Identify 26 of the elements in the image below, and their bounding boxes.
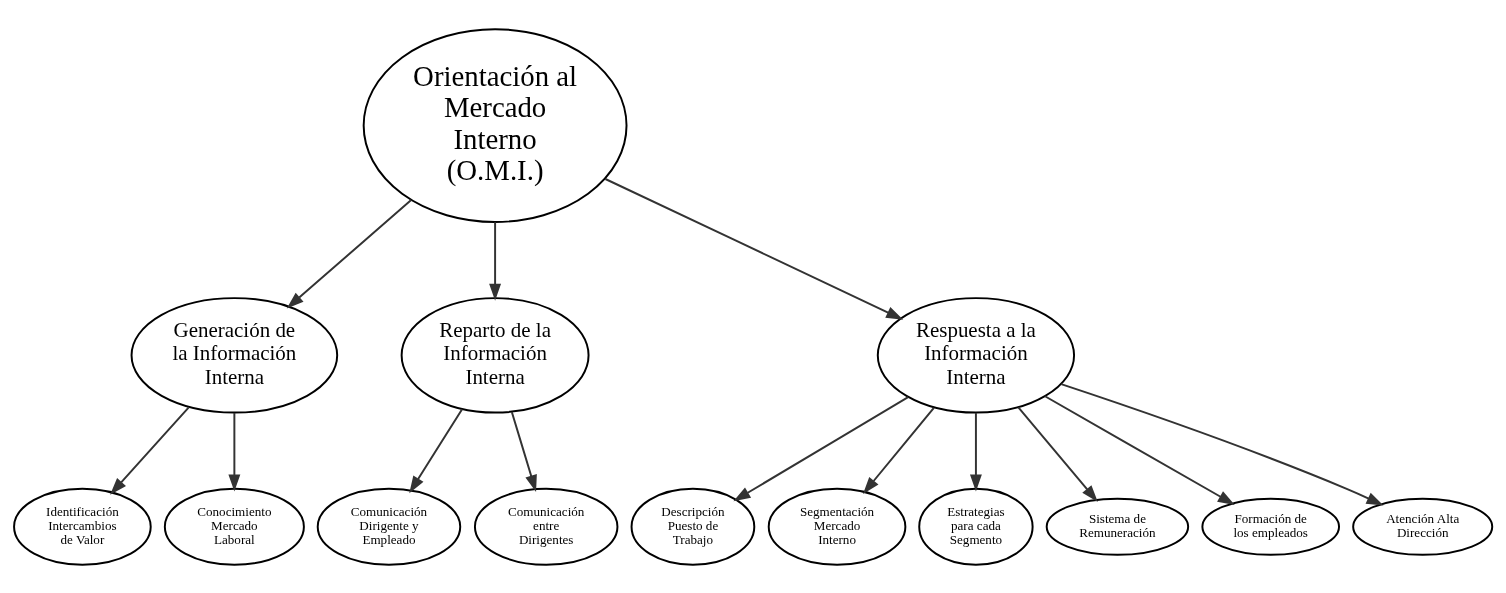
- node-ellipse: Identificación Intercambios de Valor: [13, 487, 152, 566]
- arrow: [604, 177, 904, 320]
- node-ellipse: Reparto de la Información Interna: [400, 296, 590, 414]
- node-ellipse: Atención Alta Dirección: [1352, 497, 1494, 556]
- node-ellipse: Segmentación Mercado Interno: [767, 487, 907, 566]
- arrow: [228, 411, 241, 492]
- arrow: [286, 198, 413, 308]
- node-ellipse: Conocimiento Mercado Laboral: [163, 487, 305, 566]
- node-ellipse: Respuesta a la Información Interna: [876, 296, 1076, 414]
- node-ellipse: Comunicación Dirigente y Empleado: [316, 487, 462, 566]
- arrow: [510, 410, 537, 492]
- node-ellipse: Estrategias para cada Segmento: [918, 487, 1034, 566]
- arrow: [409, 407, 464, 493]
- node-ellipse: Sistema de Remuneración: [1045, 497, 1190, 556]
- arrow: [110, 405, 190, 495]
- node-ellipse: Generación de la Información Interna: [130, 296, 339, 414]
- arrow: [733, 395, 910, 501]
- node-ellipse: Orientación al Mercado Interno (O.M.I.): [362, 27, 628, 223]
- arrow: [1060, 382, 1384, 506]
- arrow: [1044, 394, 1235, 505]
- arrow: [969, 411, 982, 492]
- node-ellipse: Formación de los empleados: [1201, 497, 1341, 556]
- arrow: [1017, 405, 1098, 502]
- arrow: [489, 220, 502, 301]
- node-ellipse: Comunicación entre Dirigentes: [473, 487, 619, 566]
- arrow: [863, 406, 935, 494]
